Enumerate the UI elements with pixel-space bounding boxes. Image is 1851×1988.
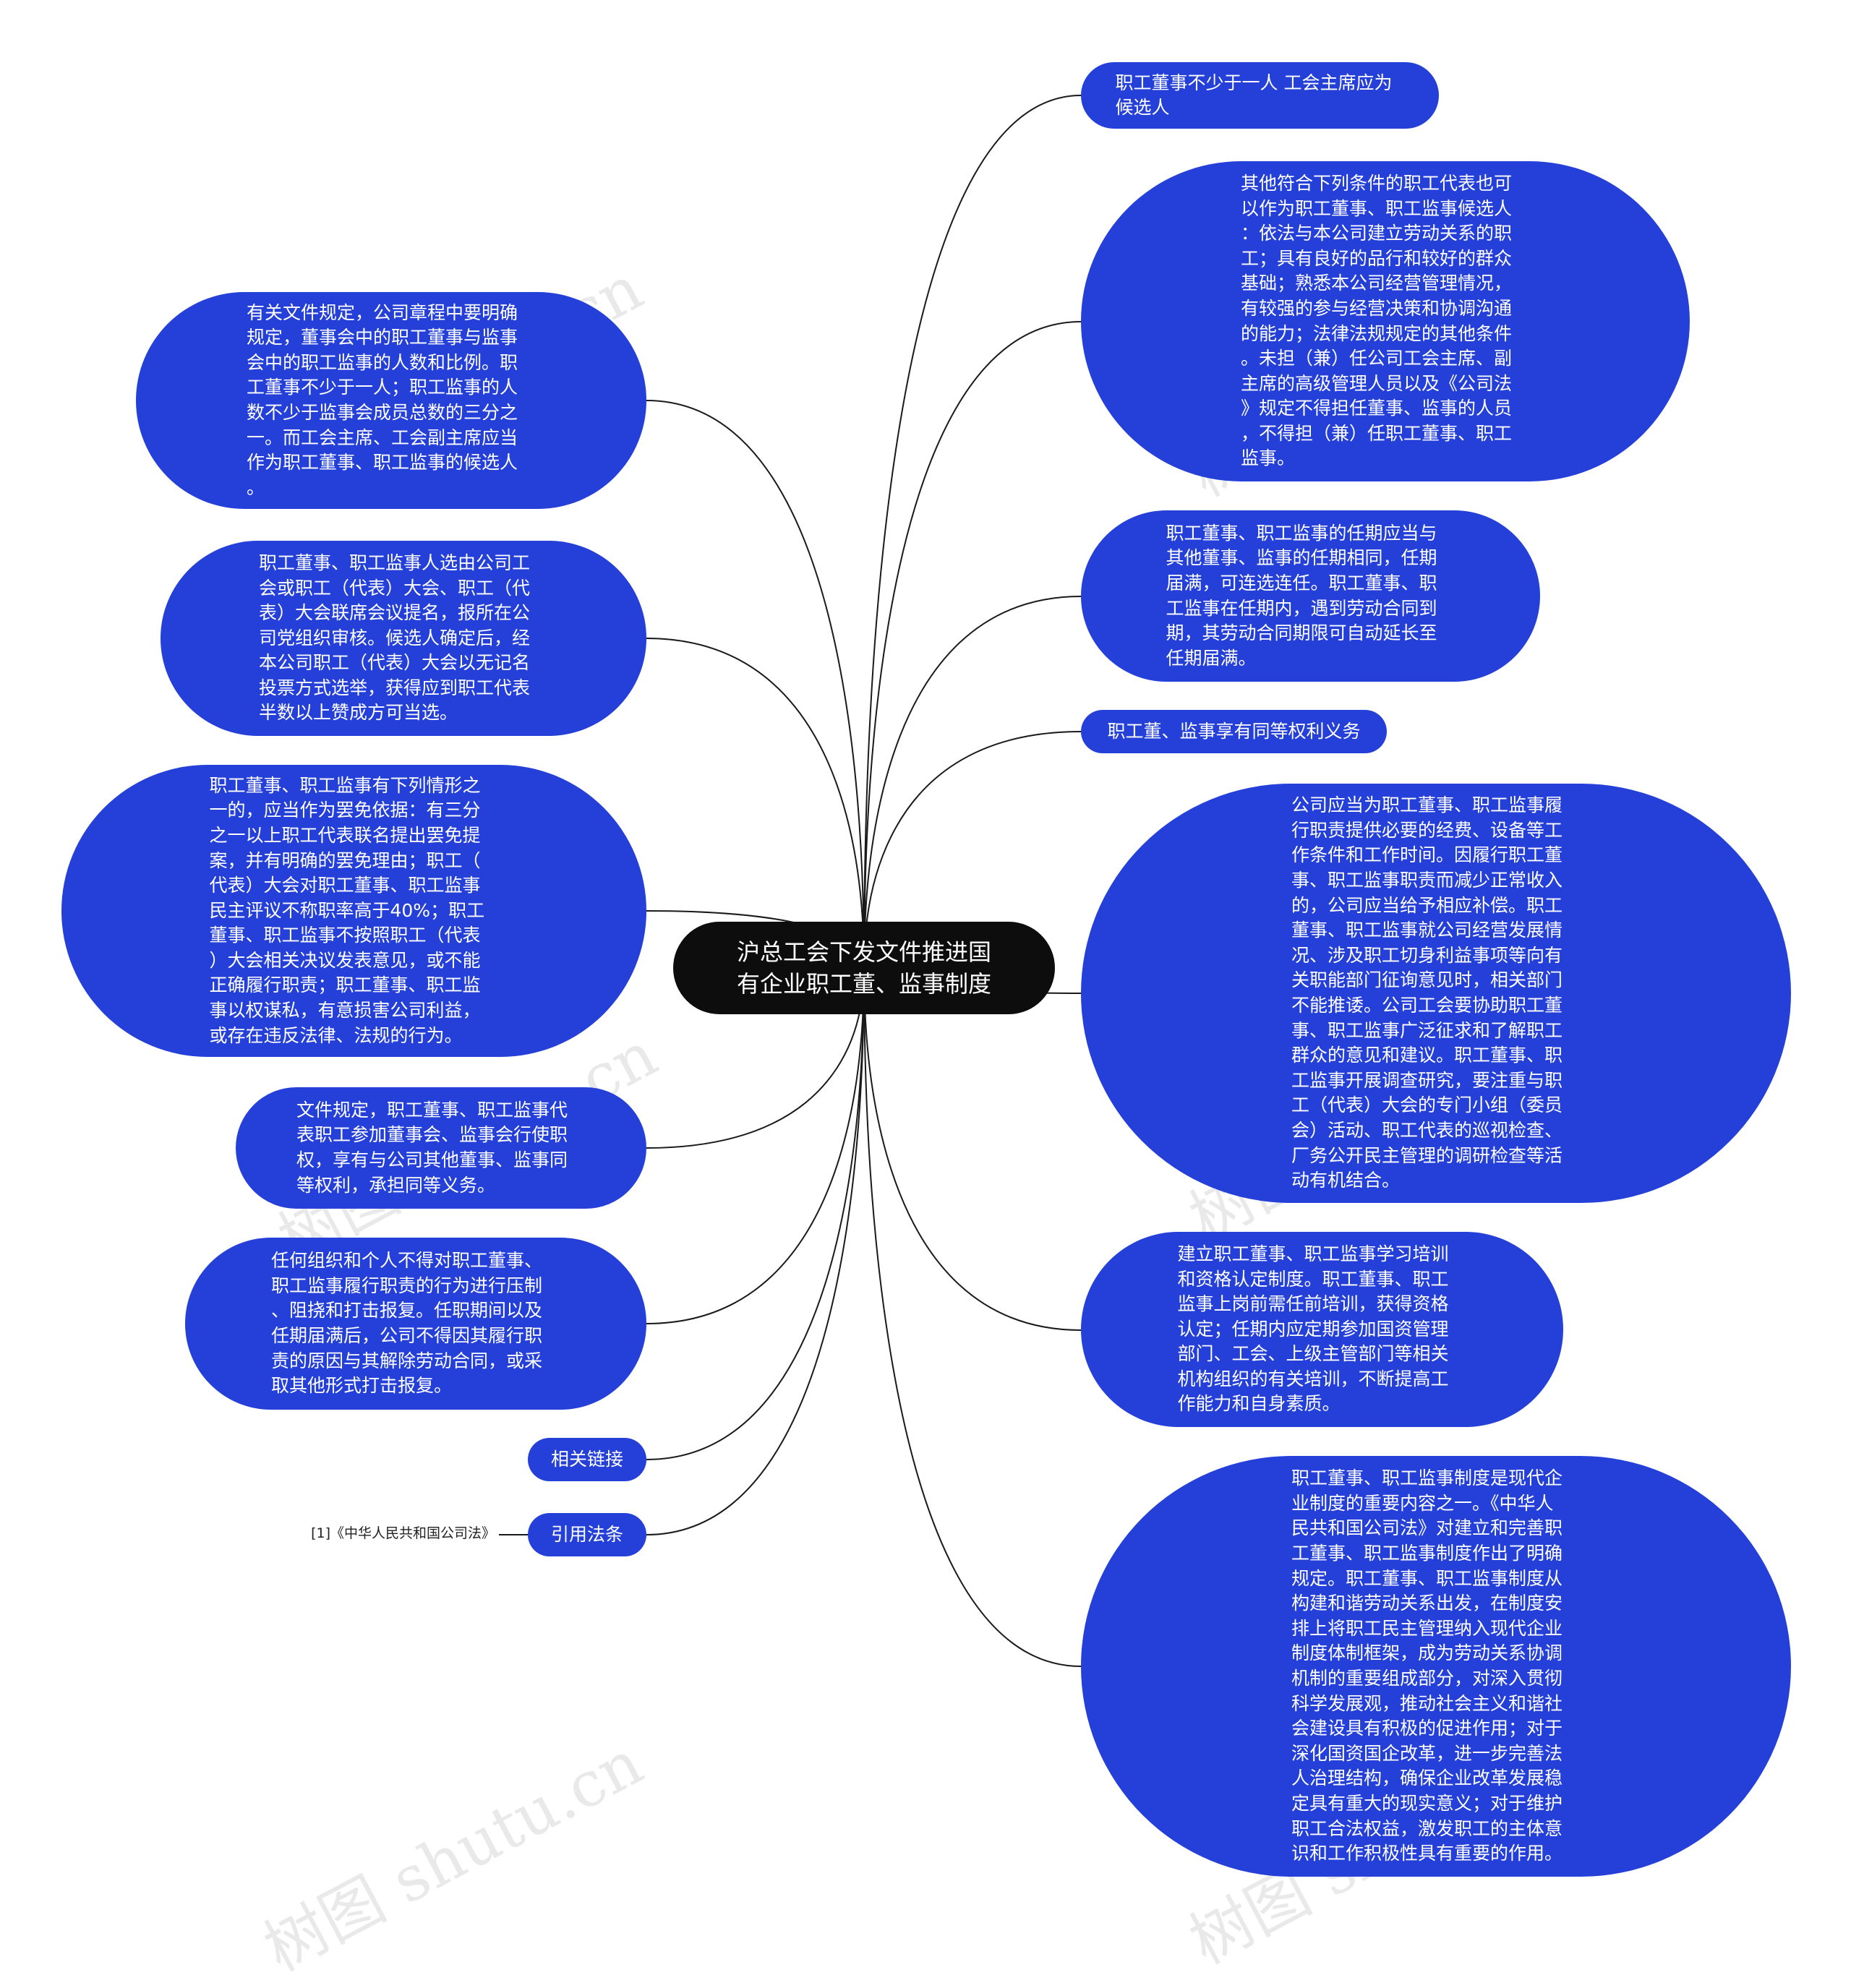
node-right-4[interactable]: 职工董、监事享有同等权利义务 (1081, 710, 1387, 753)
node-right-2[interactable]: 其他符合下列条件的职工代表也可 以作为职工董事、职工监事候选人 ：依法与本公司建… (1081, 161, 1690, 481)
node-text: 其他符合下列条件的职工代表也可 以作为职工董事、职工监事候选人 ：依法与本公司建… (1241, 172, 1513, 469)
node-text: 引用法条 (550, 1524, 623, 1545)
edge-right-7 (863, 967, 1082, 1667)
node-left-5[interactable]: 任何组织和个人不得对职工董事、 职工监事履行职责的行为进行压制 、阻挠和打击报复… (185, 1238, 646, 1410)
node-left-3[interactable]: 职工董事、职工监事有下列情形之 一的，应当作为罢免依据：有三分 之一以上职工代表… (61, 765, 646, 1057)
node-right-6[interactable]: 建立职工董事、职工监事学习培训 和资格认定制度。职工董事、职工 监事上岗前需任前… (1081, 1232, 1563, 1427)
node-text: 职工董事不少于一人 工会主席应为 候选人 (1115, 72, 1393, 118)
edge-left-2 (646, 638, 865, 969)
edge-left-6 (646, 967, 865, 1460)
central-topic[interactable]: 沪总工会下发文件推进国 有企业职工董、监事制度 (673, 922, 1055, 1014)
node-left-4[interactable]: 文件规定，职工董事、职工监事代 表职工参加董事会、监事会行使职 权，享有与公司其… (236, 1087, 646, 1209)
node-text: 建立职工董事、职工监事学习培训 和资格认定制度。职工董事、职工 监事上岗前需任前… (1177, 1243, 1449, 1415)
node-right-3[interactable]: 职工董事、职工监事的任期应当与 其他董事、监事的任期相同，任期 届满，可连选连任… (1081, 510, 1540, 682)
edge-left-1 (646, 400, 865, 969)
node-right-1[interactable]: 职工董事不少于一人 工会主席应为 候选人 (1081, 62, 1439, 129)
edge-left-5 (646, 967, 865, 1324)
node-text: 文件规定，职工董事、职工监事代 表职工参加董事会、监事会行使职 权，享有与公司其… (296, 1099, 568, 1196)
node-left-related-links[interactable]: 相关链接 (528, 1438, 646, 1481)
node-text: 职工董事、职工监事制度是现代企 业制度的重要内容之一。《中华人 民共和国公司法》… (1291, 1468, 1563, 1864)
node-text: 职工董、监事享有同等权利义务 (1107, 721, 1361, 742)
edge-right-3 (863, 596, 1082, 969)
node-text: 职工董事、职工监事的任期应当与 其他董事、监事的任期相同，任期 届满，可连选连任… (1166, 522, 1437, 669)
edge-right-6 (863, 967, 1082, 1331)
node-text: 相关链接 (550, 1449, 623, 1470)
node-text: 任何组织和个人不得对职工董事、 职工监事履行职责的行为进行压制 、阻挠和打击报复… (271, 1250, 543, 1397)
node-left-1[interactable]: 有关文件规定，公司章程中要明确 规定，董事会中的职工董事与监事 会中的职工监事的… (136, 292, 646, 509)
node-right-5[interactable]: 公司应当为职工董事、职工监事履 行职责提供必要的经费、设备等工 作条件和工作时间… (1081, 784, 1791, 1203)
edge-left-7 (646, 967, 865, 1535)
node-left-2[interactable]: 职工董事、职工监事人选由公司工 会或职工（代表）大会、职工（代 表）大会联席会议… (161, 541, 646, 736)
node-text: 职工董事、职工监事有下列情形之 一的，应当作为罢免依据：有三分 之一以上职工代表… (209, 774, 485, 1046)
edge-right-1 (863, 95, 1082, 969)
node-text: 职工董事、职工监事人选由公司工 会或职工（代表）大会、职工（代 表）大会联席会议… (259, 552, 531, 724)
edge-right-2 (863, 321, 1082, 969)
central-topic-label: 沪总工会下发文件推进国 有企业职工董、监事制度 (736, 938, 991, 998)
node-right-7[interactable]: 职工董事、职工监事制度是现代企 业制度的重要内容之一。《中华人 民共和国公司法》… (1081, 1456, 1791, 1877)
node-left-citation[interactable]: 引用法条 (528, 1513, 646, 1556)
node-text: 公司应当为职工董事、职工监事履 行职责提供必要的经费、设备等工 作条件和工作时间… (1291, 794, 1563, 1191)
citation-leaf[interactable]: [1]《中华人民共和国公司法》 (311, 1525, 495, 1541)
node-text: 有关文件规定，公司章程中要明确 规定，董事会中的职工董事与监事 会中的职工监事的… (247, 301, 518, 498)
